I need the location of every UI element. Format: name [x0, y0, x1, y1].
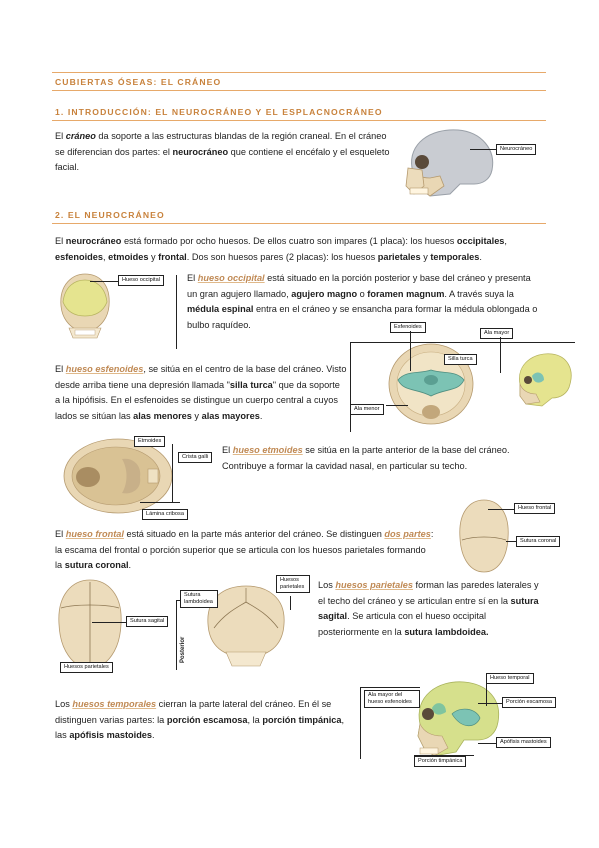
skull-lateral-sphenoid-image: [519, 353, 572, 407]
ala-mayor-esfenoides-label: Ala mayor del hueso esfenoides: [364, 690, 420, 708]
etmoides-frame-line: [172, 444, 173, 502]
parietal-frame-line: [176, 600, 177, 670]
skull-posterior-parietal-image: [207, 585, 285, 667]
huesos-parietales-label-1: Huesos parietales: [60, 662, 113, 673]
neurocraneo-leader: [470, 149, 496, 150]
esfenoides-frame-left: [350, 342, 351, 432]
parietales-paragraph: Los huesos parietales forman las paredes…: [318, 580, 539, 637]
skull-superior-frontal-image: [459, 499, 509, 573]
posterior-vertical-label: Posterior: [180, 636, 186, 663]
section-1-paragraph: El cráneo da soporte a las estructuras b…: [55, 131, 390, 172]
mastoides-leader: [478, 743, 496, 744]
ala-menor-label: Ala menor: [350, 404, 384, 415]
apofisis-mastoides-label: Apófisis mastoides: [496, 737, 551, 748]
title-rule: [52, 90, 546, 91]
sutura-lambdoidea-label: Sutura lambdoidea: [180, 590, 218, 608]
temporal-leader: [486, 684, 487, 706]
occipital-label: Hueso occipital: [118, 275, 164, 286]
sutura-coronal-label: Sutura coronal: [516, 536, 561, 547]
occipital-frame-line: [176, 275, 177, 349]
temporales-paragraph: Los huesos temporales cierran la parte l…: [55, 699, 345, 740]
neurocraneo-paragraph: El neurocráneo está formado por ocho hue…: [55, 236, 507, 262]
crista-galli-label: Crista galli: [178, 452, 213, 463]
section-1-title: 1. INTRODUCCIÓN: EL NEUROCRÁNEO Y EL ESP…: [55, 107, 383, 117]
section-1-rule: [52, 120, 546, 121]
esfenoides-label: Esfenoides: [390, 322, 426, 333]
timpanica-frame: [414, 755, 474, 756]
ala-mayor-leader: [500, 337, 501, 373]
porcion-timpanica-label: Porción timpánica: [414, 756, 467, 767]
frontal-paragraph: El hueso frontal está situado en la part…: [55, 529, 434, 570]
esfenoides-paragraph: El hueso esfenoides, se sitúa en el cent…: [55, 364, 347, 421]
ala-menor-leader: [386, 405, 408, 406]
occipital-paragraph: El hueso occipital está situado en la po…: [187, 273, 538, 330]
neurocraneo-label: Neurocráneo: [496, 144, 537, 155]
skull-posterior-occipital-image: [60, 273, 110, 339]
silla-turca-label: Silla turca: [444, 354, 477, 365]
section-2-rule: [52, 223, 546, 224]
coronal-leader: [506, 541, 516, 542]
ala-mayor-label: Ala mayor: [480, 328, 514, 339]
esfenoides-leader: [410, 331, 411, 371]
hueso-frontal-label: Hueso frontal: [514, 503, 556, 514]
etmoides-label: Etmoides: [134, 436, 166, 447]
etmoides-frame-bottom: [140, 502, 180, 503]
escamosa-leader: [478, 703, 502, 704]
etmoides-paragraph: El hueso etmoides se sitúa en la parte a…: [222, 445, 510, 471]
section-2-title: 2. EL NEUROCRÁNEO: [55, 210, 165, 220]
parietal-leader-2: [290, 596, 291, 610]
top-rule: [52, 72, 546, 73]
temporal-frame-left: [360, 687, 361, 759]
temporal-frame-top: [360, 687, 420, 688]
skull-base-ethmoid-image: [63, 438, 173, 514]
esfenoides-frame-top: [350, 342, 575, 343]
porcion-escamosa-label: Porción escamosa: [502, 697, 557, 708]
hueso-temporal-label: Hueso temporal: [486, 673, 534, 684]
page-title: CUBIERTAS ÓSEAS: EL CRÁNEO: [55, 77, 222, 87]
skull-lateral-neurocranium-image: [405, 129, 494, 197]
sutura-sagital-label: Sutura sagital: [126, 616, 169, 627]
frontal-leader: [488, 509, 514, 510]
huesos-parietales-label-2: Huesos parietales: [276, 575, 310, 593]
sagital-leader: [92, 622, 126, 623]
occipital-leader: [90, 281, 118, 282]
skull-base-sphenoid-image: [388, 343, 474, 425]
skull-lateral-temporal-image: [417, 681, 500, 757]
lamina-cribosa-label: Lámina cribosa: [142, 509, 188, 520]
skull-superior-parietal-image: [58, 579, 122, 669]
